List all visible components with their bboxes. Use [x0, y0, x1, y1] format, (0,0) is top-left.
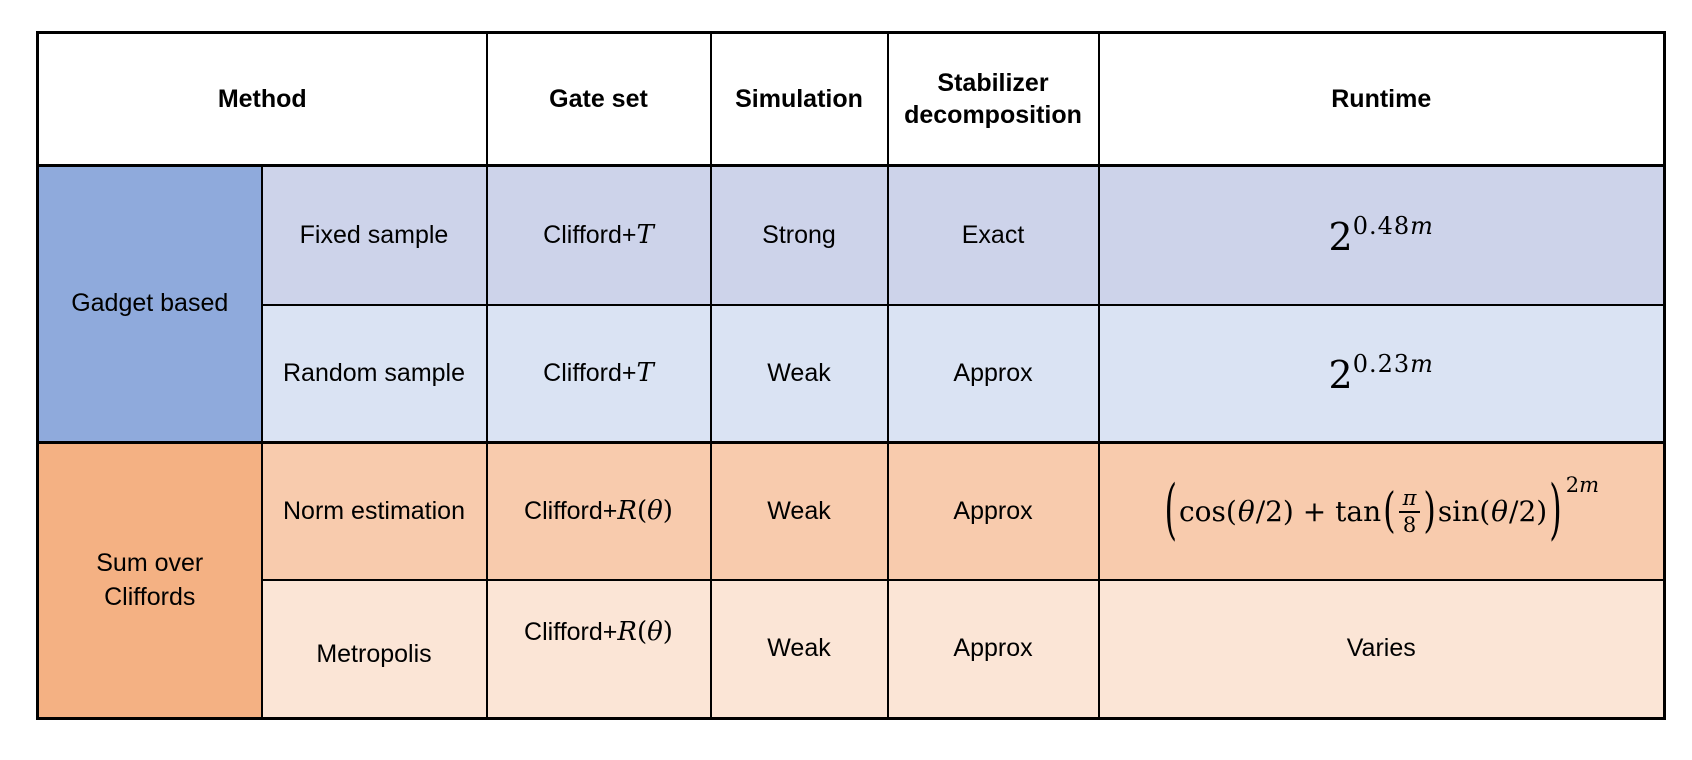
gate-pre-text: Clifford+ [524, 497, 618, 526]
gate-set-expression: Clifford+R(θ) [524, 617, 673, 647]
exponent-number: 0.23 [1352, 349, 1411, 378]
cell-simulation-random-sample: Weak [709, 303, 889, 444]
fraction-denominator: 8 [1402, 512, 1417, 537]
metropolis-label: Metropolis [316, 640, 432, 669]
cell-simulation-fixed-sample: Strong [709, 164, 889, 306]
header-method: Method [36, 31, 488, 167]
stabilizer-approx-label: Approx [953, 634, 1033, 663]
header-simulation: Simulation [709, 31, 889, 167]
formula-tail: /2) [1509, 494, 1548, 528]
header-stabilizer-decomposition: Stabilizer decomposition [886, 31, 1100, 167]
stabilizer-approx-label: Approx [953, 496, 1033, 525]
formula-cos: cos( [1178, 494, 1237, 528]
exponent-number: 0.48 [1352, 211, 1411, 240]
power-base: 2 [1328, 214, 1353, 259]
row-norm-estimation: Sum over Cliffords Norm estimation Cliff… [36, 441, 1666, 720]
header-simulation-label: Simulation [735, 84, 863, 113]
exponent-variable: m [1410, 211, 1434, 240]
formula-theta: θ [1237, 494, 1255, 528]
cell-gate-set-fixed-sample: Clifford+T [485, 164, 712, 306]
row-random-sample: Random sample Clifford+T Weak Approx 20.… [38, 303, 1666, 444]
gate-math-R: R [617, 616, 637, 647]
cell-stabilizer-fixed-sample: Exact [886, 164, 1100, 306]
simulation-weak-label: Weak [767, 358, 831, 387]
formula-sin: sin( [1437, 494, 1491, 528]
gate-pre-text: Clifford+ [543, 221, 637, 250]
cell-simulation-metropolis: Weak [709, 578, 889, 720]
cell-stabilizer-norm-estimation: Approx [886, 441, 1100, 581]
formula-plus-tan: /2) + tan [1255, 494, 1382, 528]
simulation-weak-label: Weak [767, 634, 831, 663]
random-sample-label: Random sample [282, 358, 466, 387]
gate-math-T: T [636, 220, 654, 251]
gate-paren-open: ( [636, 496, 648, 527]
gate-theta: θ [647, 616, 663, 647]
exponent-number: 2 [1565, 473, 1580, 498]
group-sum-over-line2: Cliffords [104, 582, 196, 611]
gate-math-T: T [636, 358, 654, 389]
cell-runtime-metropolis: Varies [1097, 578, 1666, 720]
cell-stabilizer-metropolis: Approx [886, 578, 1100, 720]
formula-theta: θ [1491, 494, 1509, 528]
cell-method-norm-estimation: Norm estimation [260, 441, 488, 581]
header-row: Method Gate set Simulation Stabilizer de… [36, 31, 1666, 167]
norm-estimation-label: Norm estimation [283, 496, 465, 525]
gate-paren-close: ) [662, 496, 673, 527]
cell-gate-set-metropolis: Clifford+R(θ) [485, 578, 712, 720]
header-stabilizer-line1: Stabilizer [937, 68, 1049, 97]
simulation-strong-label: Strong [762, 220, 836, 249]
cell-method-metropolis: Metropolis [260, 578, 488, 720]
fixed-sample-label: Fixed sample [299, 220, 449, 249]
cell-stabilizer-random-sample: Approx [886, 303, 1100, 444]
formula-inner-close-paren: ) [1423, 481, 1436, 539]
row-metropolis: Metropolis Clifford+R(θ) Weak Approx Var… [38, 578, 1666, 720]
exponent-variable: m [1410, 349, 1434, 378]
formula-close-paren: ) [1549, 470, 1562, 549]
simulation-weak-label: Weak [767, 496, 831, 525]
method-comparison-table: Method Gate set Simulation Stabilizer de… [36, 31, 1666, 720]
cell-method-random-sample: Random sample [260, 303, 488, 444]
gate-math-R: R [617, 496, 637, 527]
formula-inner-open-paren: ( [1383, 481, 1396, 539]
cell-gate-set-norm-estimation: Clifford+R(θ) [485, 441, 712, 581]
formula-open-paren: ( [1164, 470, 1177, 549]
header-stabilizer-line2: decomposition [904, 101, 1082, 129]
cell-method-fixed-sample: Fixed sample [260, 164, 488, 306]
group-gadget-based-label: Gadget based [71, 289, 229, 318]
gate-paren-close: ) [662, 616, 673, 647]
stabilizer-approx-label: Approx [953, 358, 1033, 387]
gate-paren-open: ( [636, 616, 648, 647]
runtime-power-expression: 20.23m [1329, 350, 1434, 397]
runtime-power-expression: 20.48m [1329, 212, 1434, 259]
gate-theta: θ [647, 496, 663, 527]
cell-simulation-norm-estimation: Weak [709, 441, 889, 581]
exponent-variable: m [1579, 473, 1599, 498]
power-exponent: 0.23m [1353, 350, 1434, 378]
fraction-numerator: π [1398, 486, 1421, 513]
formula-exponent: 2m [1566, 473, 1599, 497]
header-method-label: Method [217, 84, 307, 113]
power-base: 2 [1328, 352, 1353, 397]
row-fixed-sample: Gadget based Fixed sample Clifford+T Str… [36, 164, 1666, 444]
gate-pre-text: Clifford+ [524, 617, 618, 646]
runtime-varies-label: Varies [1346, 634, 1416, 663]
group-cell-gadget-based: Gadget based [36, 164, 263, 444]
header-runtime-label: Runtime [1331, 84, 1432, 113]
cell-gate-set-random-sample: Clifford+T [485, 303, 712, 444]
gate-pre-text: Clifford+ [543, 359, 637, 388]
group-cell-sum-over-cliffords: Sum over Cliffords [36, 441, 263, 720]
header-gate-set-label: Gate set [549, 84, 648, 113]
group-sum-over-line1: Sum over [96, 548, 204, 577]
power-exponent: 0.48m [1353, 212, 1434, 240]
header-runtime: Runtime [1097, 31, 1666, 167]
cell-runtime-random-sample: 20.23m [1097, 303, 1666, 444]
header-gate-set: Gate set [485, 31, 712, 167]
stabilizer-exact-label: Exact [961, 220, 1025, 249]
cell-runtime-fixed-sample: 20.48m [1097, 164, 1666, 306]
